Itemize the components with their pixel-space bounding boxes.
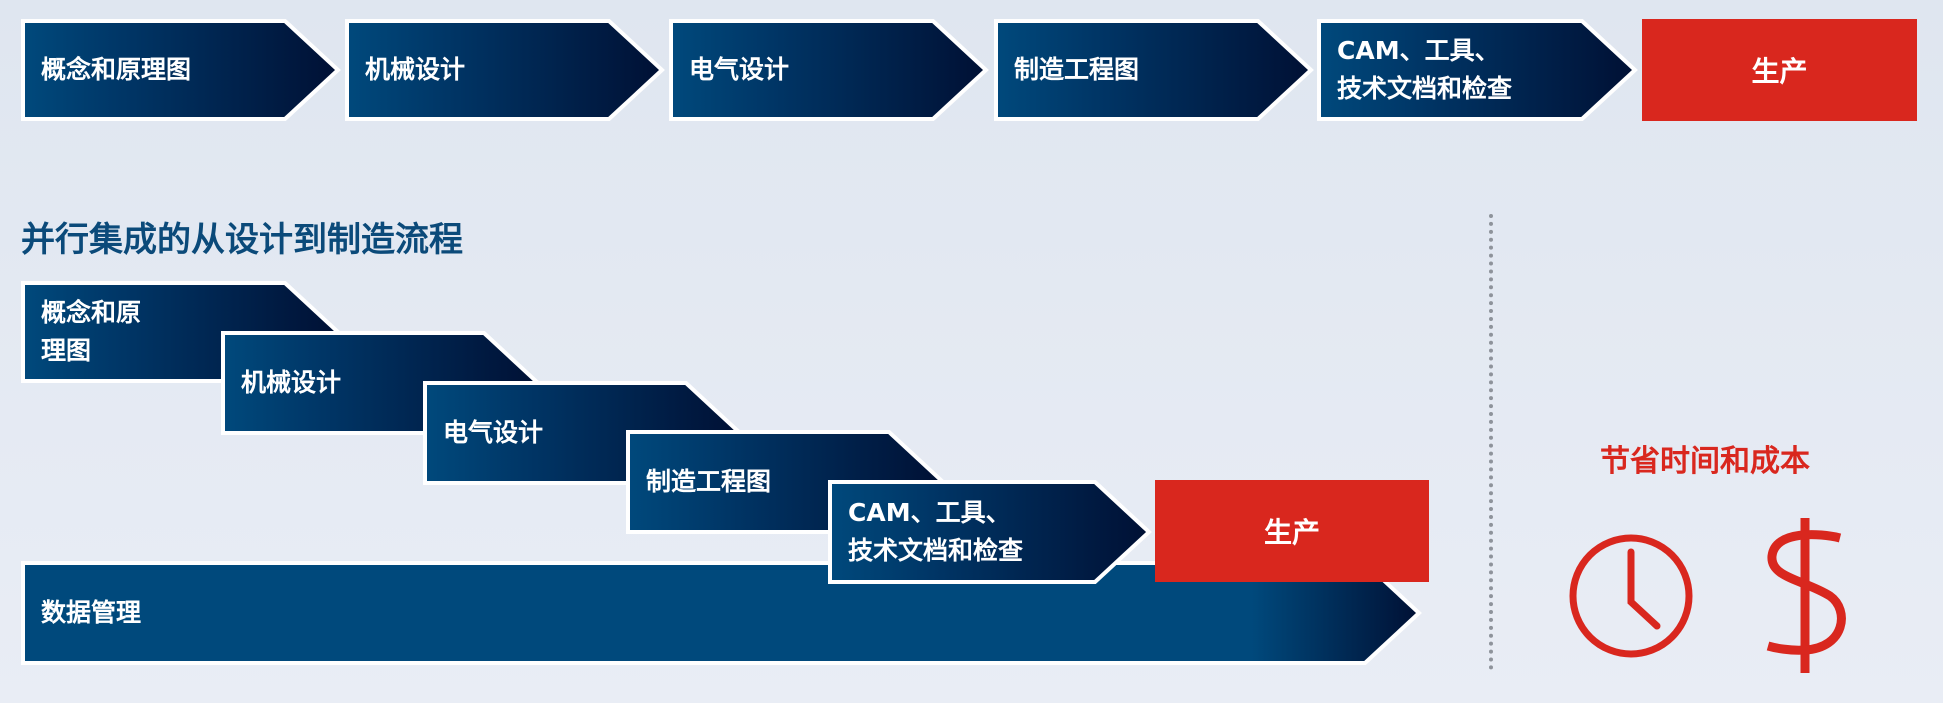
seq-step-manufacturing: 制造工程图 bbox=[994, 19, 1314, 121]
benefit-label: 节省时间和成本 bbox=[1600, 444, 1810, 479]
seq-step-production: 生产 bbox=[1642, 19, 1917, 121]
step-label: CAM、工具、 技术文档和检查 bbox=[848, 498, 1024, 565]
step-label: 数据管理 bbox=[41, 598, 142, 627]
seq-step-concept: 概念和原理图 bbox=[21, 19, 341, 121]
step-label: 机械设计 bbox=[241, 368, 342, 397]
data-management-bar: 数据管理 bbox=[21, 561, 1422, 665]
chevron-shape bbox=[21, 19, 341, 121]
step-label: 机械设计 bbox=[365, 55, 466, 84]
seq-step-cam: CAM、工具、 技术文档和检查 bbox=[1317, 19, 1638, 121]
chevron-shape bbox=[345, 19, 665, 121]
dollar-icon bbox=[1766, 518, 1846, 673]
parallel-title: 并行集成的从设计到制造流程 bbox=[21, 220, 463, 260]
step-label: 电气设计 bbox=[443, 418, 544, 447]
step-label: 制造工程图 bbox=[1014, 55, 1140, 84]
chevron-shape bbox=[1317, 19, 1638, 121]
par-step-cam: CAM、工具、 技术文档和检查 bbox=[828, 480, 1152, 584]
step-label: 电气设计 bbox=[689, 55, 790, 84]
seq-step-mechanical: 机械设计 bbox=[345, 19, 665, 121]
step-label: 制造工程图 bbox=[646, 467, 772, 496]
step-label: 概念和原 理图 bbox=[41, 298, 142, 365]
chevron-shape bbox=[828, 480, 1152, 584]
seq-step-electrical: 电气设计 bbox=[669, 19, 989, 121]
chevron-shape bbox=[21, 561, 1422, 665]
chevron-shape bbox=[994, 19, 1314, 121]
step-label: CAM、工具、 技术文档和检查 bbox=[1337, 36, 1513, 103]
par-step-production: 生产 bbox=[1155, 480, 1429, 582]
clock-icon bbox=[1569, 534, 1693, 658]
step-label: 概念和原理图 bbox=[41, 55, 192, 84]
dotted-divider bbox=[1489, 214, 1493, 670]
chevron-shape bbox=[669, 19, 989, 121]
